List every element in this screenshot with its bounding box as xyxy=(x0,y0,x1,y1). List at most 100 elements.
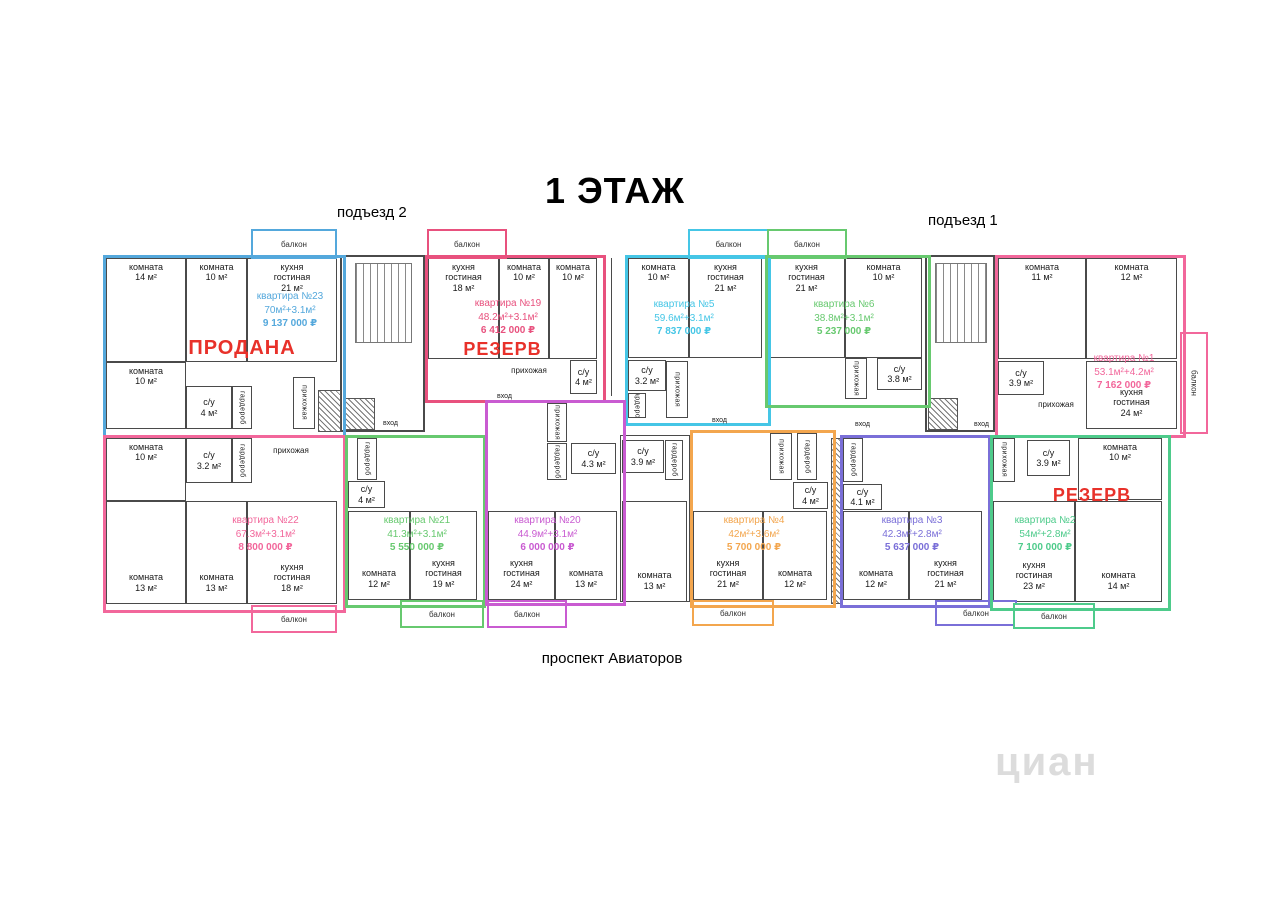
apartment-19-info: квартира №19 48.2м²+3.1м² 6 412 000 ₽ xyxy=(448,297,568,338)
apartment-area: 38.8м²+3.1м² xyxy=(814,312,874,324)
apartment-price: 7 837 000 ₽ xyxy=(656,326,712,337)
room-area: 19 м² xyxy=(432,578,455,589)
room-area: 18 м² xyxy=(281,582,303,593)
apartment-4-info: квартира №4 42м²+3.6м² 5 700 000 ₽ xyxy=(698,514,810,555)
balcony-label: балкон xyxy=(963,608,989,618)
apartment-price: 5 550 000 ₽ xyxy=(389,542,445,553)
apartment-price: 6 412 000 ₽ xyxy=(480,325,536,336)
apartment-21-info: квартира №21 41.3м²+3.1м² 5 550 000 ₽ xyxy=(362,514,472,555)
room-name: гардероб xyxy=(238,443,246,478)
room-name: комната xyxy=(1114,262,1149,272)
room-name: гардероб xyxy=(363,442,371,476)
room-area: 14 м² xyxy=(1107,580,1130,591)
room-name: прихожая xyxy=(300,385,308,421)
apartment-19-status: РЕЗЕРВ xyxy=(463,339,542,359)
balcony-label: балкон xyxy=(1189,370,1199,396)
apartment-5-outline[interactable] xyxy=(625,255,771,426)
apartment-5-info: квартира №5 59.6м²+3.1м² 7 837 000 ₽ xyxy=(628,298,740,339)
apartment-22-outline[interactable] xyxy=(103,435,346,613)
room-name: гардероб xyxy=(553,444,561,479)
shaft-hatch xyxy=(343,398,375,430)
apartment-price: 8 800 000 ₽ xyxy=(238,542,293,553)
entrance-1-label: подъезд 1 xyxy=(928,212,998,229)
room-name: с/у xyxy=(637,446,649,457)
apartment-21-outline[interactable] xyxy=(345,435,486,608)
room-hallway: прихожая xyxy=(993,438,1015,482)
room-wardrobe: гардероб xyxy=(843,438,863,482)
apartment-6-balcony: балкон xyxy=(767,229,847,259)
apartment-area: 41.3м²+3.1м² xyxy=(387,528,447,540)
room-name: кухня гостиная xyxy=(273,561,311,583)
apartment-20-outline[interactable] xyxy=(485,400,626,606)
apartment-price: 6 000 000 ₽ xyxy=(520,542,575,553)
corridor-wall xyxy=(611,258,612,396)
room-name: комната xyxy=(1024,262,1060,272)
room-name: комната xyxy=(128,442,164,452)
room-area: 4.1 м² xyxy=(850,497,875,507)
room-name: гардероб xyxy=(803,439,811,474)
room-name: кухня гостиная xyxy=(425,557,462,579)
room-area: 4.3 м² xyxy=(581,458,606,469)
room-name: с/у xyxy=(1042,447,1055,458)
apartment-number: квартира №21 xyxy=(383,515,451,526)
room-wardrobe: гардероб xyxy=(357,438,377,480)
apartment-number: квартира №20 xyxy=(514,515,581,526)
room-area: 10 м² xyxy=(562,272,584,283)
room-name: комната xyxy=(128,262,164,272)
room-wardrobe: гардероб xyxy=(628,393,646,418)
room-name: гардероб xyxy=(849,443,857,477)
stair-treads xyxy=(935,263,987,343)
apartment-area: 67.3м²+3.1м² xyxy=(235,528,296,540)
stair-treads xyxy=(355,263,412,343)
apartment-23-balcony: балкон xyxy=(251,229,337,259)
apartment-4-outline[interactable] xyxy=(690,430,836,608)
room-area: 3.9 м² xyxy=(1036,458,1061,468)
room-area: 12 м² xyxy=(865,578,887,589)
apartment-23-info: квартира №23 70м²+3.1м² 9 137 000 ₽ xyxy=(240,290,340,331)
apartment-3-outline[interactable] xyxy=(840,435,991,608)
apartment-2-status: РЕЗЕРВ xyxy=(1052,485,1132,505)
room-wardrobe: гардероб xyxy=(547,443,567,480)
apartment-22-balcony: балкон xyxy=(251,605,337,633)
apartment-1-outline[interactable] xyxy=(995,255,1186,438)
entrance-door-label: вход xyxy=(855,421,870,428)
room-area: 10 м² xyxy=(1109,452,1131,463)
room-area: 13 м² xyxy=(575,578,597,589)
apartment-number: квартира №4 xyxy=(723,515,785,526)
room-name: комната xyxy=(506,262,542,272)
room-name: прихожая xyxy=(777,438,785,475)
room-area: 4 м² xyxy=(575,377,592,387)
room-name: комната xyxy=(777,568,813,579)
room-name: кухня гостиная xyxy=(1015,559,1053,581)
apartment-price: 7 162 000 ₽ xyxy=(1096,380,1152,391)
room-name: с/у xyxy=(893,363,906,374)
room-name: кухня гостиная xyxy=(788,262,825,283)
entrance-2-label: подъезд 2 xyxy=(337,204,407,221)
apartment-number: квартира №1 xyxy=(1093,353,1155,364)
room-name: с/у xyxy=(360,484,373,495)
room-area: 11 м² xyxy=(1031,272,1053,283)
apartment-number: квартира №23 xyxy=(256,291,324,302)
apartment-20-info: квартира №20 44.9м²+3.1м² 6 000 000 ₽ xyxy=(490,514,605,555)
room-area: 21 м² xyxy=(281,282,303,293)
room-area: 3.2 м² xyxy=(634,375,660,386)
room-wardrobe: гардероб xyxy=(665,440,683,480)
apartment-2-info: квартира №2 54м²+2.8м² 7 100 000 ₽ xyxy=(990,514,1100,555)
room-area: 12 м² xyxy=(1120,272,1143,283)
apartment-6-outline[interactable] xyxy=(765,255,931,408)
apartment-2-outline[interactable] xyxy=(990,435,1171,611)
room-hallway-label: прихожая xyxy=(511,366,547,375)
room-area: 4 м² xyxy=(358,494,375,505)
